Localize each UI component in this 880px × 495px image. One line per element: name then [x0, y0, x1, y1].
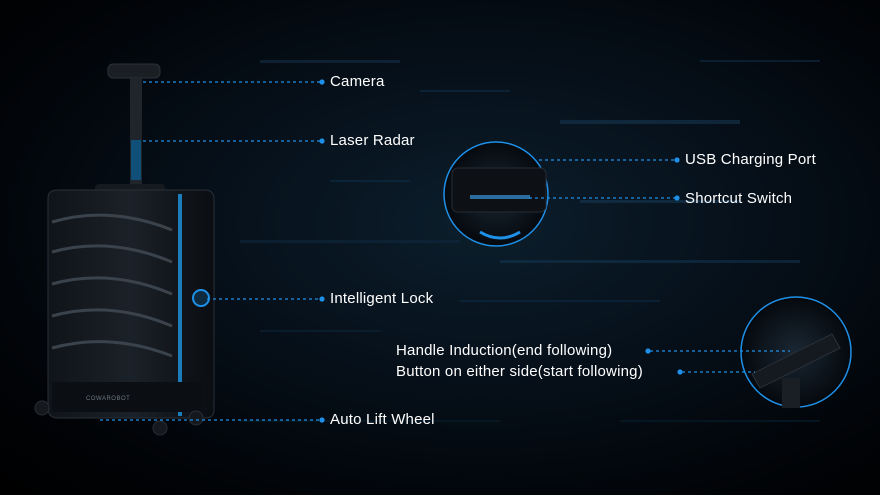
handle-detail-circle — [740, 296, 852, 408]
background-streaks — [240, 60, 820, 422]
product-logo: COWAROBOT — [86, 396, 131, 402]
shortcut-switch-label: Shortcut Switch — [685, 190, 793, 207]
button-either-side-label: Button on either side(start following) — [396, 363, 643, 380]
telescopic-handle — [95, 63, 165, 194]
marker-dots — [319, 79, 683, 423]
auto-lift-wheel-label: Auto Lift Wheel — [330, 411, 435, 428]
suitcase-body — [34, 189, 215, 436]
handle-induction-label: Handle Induction(end following) — [396, 342, 613, 359]
intelligent-lock-label: Intelligent Lock — [330, 290, 434, 307]
camera-label: Camera — [330, 73, 385, 90]
usb-charging-port-label: USB Charging Port — [685, 151, 816, 168]
usb-detail-circle — [443, 141, 549, 247]
laser-radar-label: Laser Radar — [330, 132, 415, 149]
leader-lines — [100, 81, 790, 421]
